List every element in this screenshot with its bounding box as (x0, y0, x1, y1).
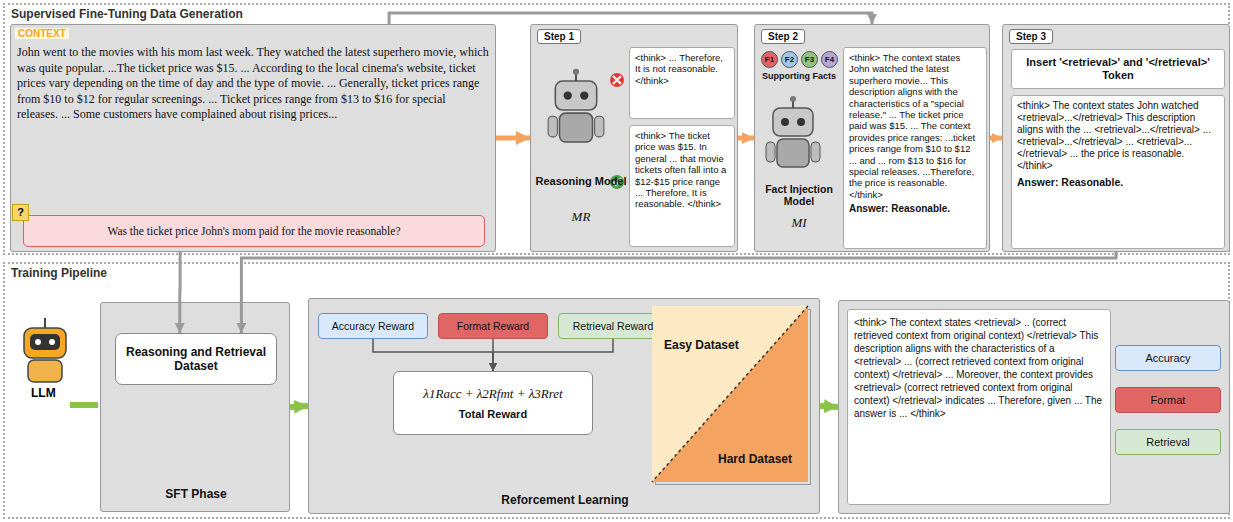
node-text: Accuracy Reward (332, 320, 414, 332)
node-text: John went to the movies with his mom las… (17, 45, 489, 123)
fact-circle: F3 (801, 51, 818, 68)
node-text: <think> The context states <retrieval> .… (847, 309, 1111, 505)
node-text: MI (757, 215, 841, 231)
think-injected-box: <think> The context states John watched … (843, 47, 987, 249)
node-text: <think> ... Therefore, It is not reasona… (635, 52, 729, 86)
flow-arrow (820, 406, 838, 407)
node-text: Accuracy (1145, 352, 1190, 364)
flow-arrow (990, 136, 1002, 141)
node-text: λ1Racc + λ2Rfmt + λ3Rret (423, 386, 562, 402)
node-text: <think> The context states John watched … (849, 52, 981, 200)
question-badge: ? (12, 204, 29, 221)
reward-box: Retrieval Reward (558, 313, 668, 339)
model-label: LLM (31, 386, 56, 400)
think-right-box: <think> The ticket price was $15. In gen… (629, 125, 735, 247)
reward-badge: Accuracy (1115, 345, 1221, 371)
reward-box: Format Reward (438, 313, 548, 339)
reward-badge: Format (1115, 387, 1221, 413)
node-text: Format (1151, 394, 1186, 406)
node-text: Training Pipeline (11, 266, 107, 280)
node-text: Supervised Fine-Tuning Data Generation (11, 7, 243, 21)
node-text: Answer: Reasonable. (1017, 176, 1219, 189)
fact-circle: F4 (821, 51, 838, 68)
node-text: Hard Dataset (718, 452, 792, 466)
node-text: Retrieval (1146, 436, 1189, 448)
llm-robot (24, 318, 66, 382)
step1-panel: Step 1 Reasoning ModelMR <think> ... There… (530, 24, 738, 252)
node-text: Fact Injection Model (757, 183, 841, 207)
flow-arrow (290, 406, 308, 407)
node-text: Supporting Facts (757, 71, 841, 81)
node-text: F2 (785, 55, 794, 64)
dataset-box: Reasoning and Retrieval Dataset (115, 333, 277, 385)
node-text: Reasoning and Retrieval Dataset (120, 345, 272, 373)
think-wrong-box: <think> ... Therefore, It is not reasona… (629, 47, 735, 119)
context-box: CONTEXT John went to the movies with his … (10, 24, 496, 252)
curriculum-box: Easy DatasetHard Dataset (655, 309, 811, 485)
node-text: Retrieval Reward (573, 320, 654, 332)
node-text: Reasoning Model (533, 175, 629, 187)
node-text: Insert '<retrieval>' and '</retrieval>' … (1017, 56, 1219, 82)
node-text: Total Reward (459, 408, 527, 420)
reward-badge: Retrieval (1115, 429, 1221, 455)
node-text: Step 2 (761, 29, 805, 44)
fact-circle: F2 (781, 51, 798, 68)
reward-box: Accuracy Reward (318, 313, 428, 339)
rl-panel: Reforcement Learning Accuracy Reward Forma… (308, 298, 820, 514)
think-retrieval-box: <think> The context states John watched … (1011, 95, 1225, 249)
flow-arrow (496, 136, 530, 141)
node-text: F1 (765, 55, 774, 64)
insert-token-box: Insert '<retrieval>' and '</retrieval>' … (1011, 49, 1225, 89)
node-text: <think> The ticket price was $15. In gen… (635, 130, 729, 210)
node-text: <think> The context states John watched … (1017, 100, 1219, 172)
flow-arrow (738, 136, 754, 141)
node-text: Easy Dataset (664, 338, 739, 352)
total-reward-box: λ1Racc + λ2Rfmt + λ3RretTotal Reward (393, 371, 593, 435)
node-text: CONTEXT (15, 28, 69, 39)
node-text: Reforcement Learning (309, 493, 821, 507)
node-text: Step 3 (1009, 29, 1053, 44)
sft-panel: Supervised Fine-Tuning Data GenerationCO… (3, 3, 1230, 255)
output-panel: <think> The context states <retrieval> .… (838, 300, 1230, 514)
question-box: Was the ticket price John's mom paid for… (23, 215, 485, 247)
node-text: F3 (805, 55, 814, 64)
flow-arrow (389, 13, 872, 24)
node-text: Answer: Reasonable. (849, 203, 981, 215)
sft-phase-panel: SFT Phase Reasoning and Retrieval Dataset (100, 302, 290, 512)
node-text: MR (533, 209, 629, 225)
node-text: Step 1 (537, 29, 581, 44)
step2-panel: Step 2 Supporting FactsFact Injection Mod… (754, 24, 990, 252)
node-text: Was the ticket price John's mom paid for… (107, 225, 400, 237)
node-text: F4 (825, 55, 834, 64)
step3-panel: Step 3 Insert '<retrieval>' and '</retrie… (1002, 24, 1230, 252)
fact-circle: F1 (761, 51, 778, 68)
node-text: Format Reward (457, 320, 529, 332)
llm-feed-bar (70, 402, 98, 408)
node-text: SFT Phase (101, 487, 291, 501)
training-panel: Training PipelineSFT Phase Reasoning and … (3, 262, 1230, 519)
